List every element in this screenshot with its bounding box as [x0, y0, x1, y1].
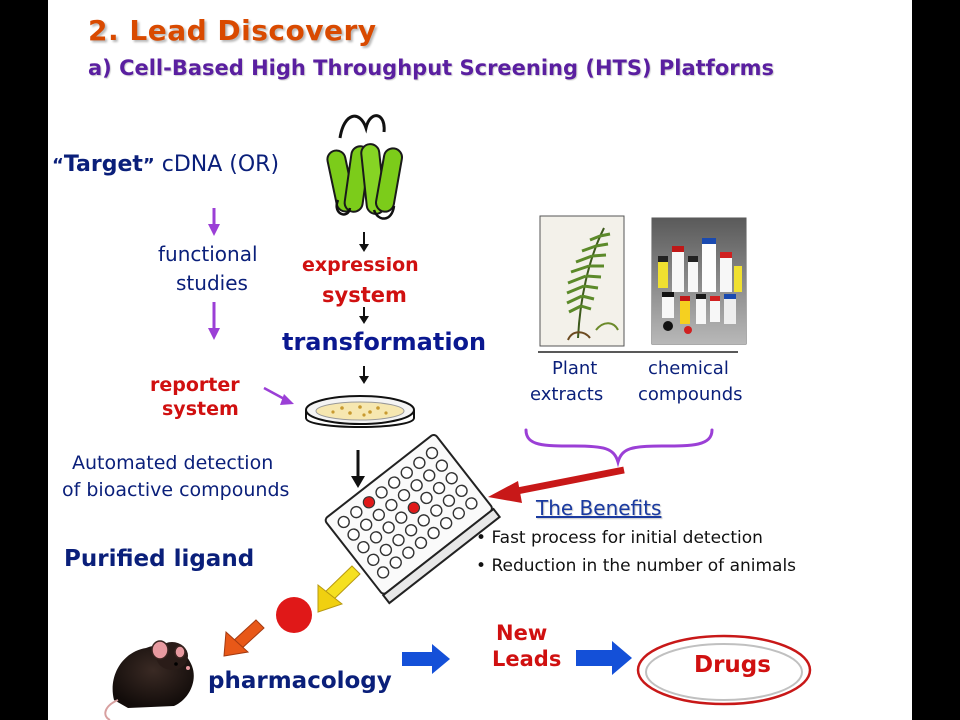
hit-well-2 — [408, 502, 419, 513]
leads-label: Leads — [492, 647, 562, 671]
sources-bracket — [524, 428, 714, 468]
mouse-icon — [104, 640, 194, 720]
automated-detection-label: Automated detection — [72, 452, 274, 474]
slide-title: 2. Lead Discovery — [88, 14, 377, 47]
chemical-compounds-image — [651, 217, 747, 345]
functional-label: functional — [158, 242, 258, 266]
benefits-heading: The Benefits — [536, 496, 662, 520]
benefit-item-2: • Reduction in the number of animals — [476, 556, 797, 576]
plant-label: Plant — [552, 358, 598, 379]
arrow-pharmacology-to-leads — [402, 644, 450, 674]
diagram-graphics — [104, 114, 812, 720]
arrow-transformation-to-dish — [359, 366, 369, 384]
target-cdna-label: “Target” cDNA (OR) — [52, 152, 279, 177]
slide: 2. Lead Discovery a) Cell-Based High Thr… — [48, 0, 912, 720]
expression-system-label: system — [322, 283, 407, 307]
plant-extract-image — [539, 215, 625, 347]
transformation-label: transformation — [282, 328, 487, 356]
target-quote-close: ” — [142, 155, 155, 176]
chemical-label: chemical — [648, 358, 729, 379]
target-rest: cDNA (OR) — [154, 152, 280, 177]
benefit-item-1: • Fast process for initial detection — [476, 528, 763, 548]
arrow-leads-to-drugs — [576, 641, 632, 675]
receptor-icon — [326, 114, 403, 220]
ligand-icon — [276, 597, 312, 633]
target-quote-open: “ — [52, 155, 64, 176]
hit-well-1 — [363, 497, 374, 508]
arrow-expression-to-transformation — [359, 307, 369, 324]
studies-label: studies — [176, 271, 248, 295]
arrow-plate-to-ligand — [317, 565, 361, 613]
arrow-reporter-to-dish — [263, 386, 294, 405]
new-label: New — [496, 621, 548, 645]
bioactive-compounds-label: of bioactive compounds — [62, 479, 290, 501]
slide-subtitle: a) Cell-Based High Throughput Screening … — [88, 56, 774, 80]
arrow-receptor-to-expression — [359, 232, 369, 252]
benefit-item-2-text: Reduction in the number of animals — [491, 556, 797, 576]
petri-dish-icon — [305, 395, 415, 428]
arrow-target-to-functional — [208, 208, 220, 236]
arrow-ligand-to-pharmacology — [223, 619, 265, 657]
well-plate-icon — [324, 433, 502, 605]
target-word: Target — [63, 152, 143, 177]
purified-ligand-label: Purified ligand — [64, 546, 255, 572]
arrow-dish-to-plate — [351, 450, 365, 488]
benefit-item-1-text: Fast process for initial detection — [491, 528, 763, 548]
reporter-label: reporter — [150, 374, 240, 396]
compounds-label: compounds — [638, 384, 743, 405]
reporter-system-label: system — [162, 398, 239, 420]
pharmacology-label: pharmacology — [208, 668, 392, 694]
extracts-label: extracts — [530, 384, 604, 405]
drugs-label: Drugs — [694, 652, 771, 678]
drugs-ellipse-outer — [636, 634, 812, 706]
drugs-ellipse-inner — [645, 643, 803, 701]
arrow-functional-to-reporter — [208, 302, 220, 340]
expression-label: expression — [302, 254, 419, 276]
arrow-sources-to-plate — [488, 466, 625, 503]
